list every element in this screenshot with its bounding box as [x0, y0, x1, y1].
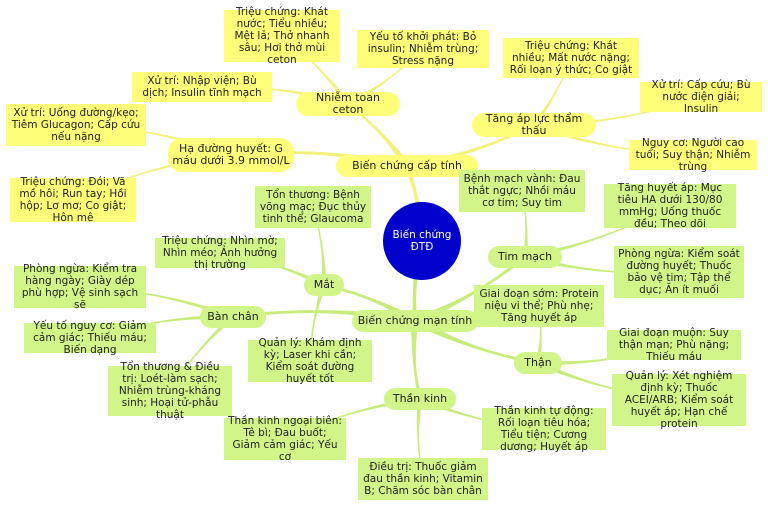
hyperosmolar-risk: Nguy cơ: Người cao tuổi; Suy thận; Nhiễm…: [629, 137, 757, 173]
cardio-hypertension: Tăng huyết áp: Mục tiêu HA dưới 130/80 m…: [604, 182, 736, 230]
ketoacidosis-symptoms: Triệu chứng: Khát nước; Tiểu nhiều; Mệt …: [224, 6, 340, 66]
foot-damage: Tổn thương & Điều trị: Loét-làm sạch; Nh…: [108, 361, 232, 421]
link-chronic-cardio: [412, 255, 527, 325]
foot-node[interactable]: Bàn chân: [200, 306, 266, 328]
nerve-autonomic: Thần kinh tự động: Rối loạn tiêu hóa; Ti…: [482, 405, 606, 453]
nerve-treatment: Điều trị: Thuốc giảm đau thần kinh; Vita…: [358, 458, 488, 500]
kidney-late: Giai đoạn muộn: Suy thận mạn; Phù nặng; …: [607, 327, 741, 363]
ketoacidosis-triggers: Yếu tố khởi phát: Bỏ insulin; Nhiễm trùn…: [357, 30, 489, 68]
eye-node[interactable]: Mắt: [304, 274, 344, 296]
cardio-node[interactable]: Tim mạch: [488, 246, 562, 268]
eye-damage: Tổn thương: Bệnh võng mạc; Đục thủy tinh…: [255, 186, 371, 228]
nerve-peripheral: Thần kinh ngoại biên: Tê bì; Đau buốt; G…: [224, 415, 346, 463]
link-eye-damage: [312, 206, 327, 286]
foot-prevention: Phòng ngừa: Kiểm tra hàng ngày; Giày dép…: [14, 263, 146, 311]
link-cardio-coronary: [521, 190, 528, 258]
hyperosmolar-symptoms: Triệu chứng: Khát nhiều; Mất nước nặng; …: [503, 38, 639, 78]
ketoacidosis-node[interactable]: Nhiễm toan ceton: [296, 92, 400, 116]
hypoglycemia-symptoms: Triệu chứng: Đói; Vã mồ hôi; Run tay; Hồ…: [10, 176, 136, 224]
hyperosmolar-treatment: Xử trí: Cấp cứu; Bù nước điện giải; Insu…: [640, 79, 762, 115]
link-acute-ketoacidosis: [346, 102, 410, 169]
kidney-management: Quản lý: Xét nghiệm định kỳ; Thuốc ACEI/…: [612, 370, 746, 430]
ketoacidosis-treatment: Xử trí: Nhập viện; Bù dịch; Insulin tĩnh…: [132, 72, 272, 102]
link-nerve-treatment: [416, 398, 424, 480]
center-node[interactable]: Biến chứng ĐTĐ: [383, 202, 461, 280]
cardio-prevention: Phòng ngừa: Kiểm soát đường huyết; Thuốc…: [614, 246, 744, 298]
foot-risk: Yếu tố nguy cơ: Giảm cảm giác; Thiếu máu…: [24, 320, 156, 356]
link-chronic-nerve: [411, 320, 422, 400]
kidney-early: Giai đoạn sớm: Protein niệu vi thể; Phù …: [474, 285, 604, 327]
chronic-branch-node[interactable]: Biến chứng mạn tính: [352, 310, 478, 332]
eye-management: Quản lý: Khám định kỳ; Laser khi cần; Ki…: [248, 337, 372, 385]
nerve-node[interactable]: Thần kinh: [384, 388, 456, 410]
hypoglycemia-node[interactable]: Hạ đường huyết: G máu dưới 3.9 mmol/L: [168, 138, 294, 172]
hyperosmolar-node[interactable]: Tăng áp lực thẩm thấu: [472, 113, 596, 137]
kidney-node[interactable]: Thận: [514, 352, 562, 374]
eye-symptoms: Triệu chứng: Nhìn mờ; Nhìn méo; Ảnh hưởn…: [155, 235, 285, 271]
hypoglycemia-treatment: Xử trí: Uống đường/kẹo; Tiêm Glucagon; C…: [6, 104, 146, 146]
acute-branch-node[interactable]: Biến chứng cấp tính: [336, 155, 478, 177]
cardio-coronary: Bệnh mạch vành: Đau thắt ngực; Nhồi máu …: [459, 170, 585, 212]
